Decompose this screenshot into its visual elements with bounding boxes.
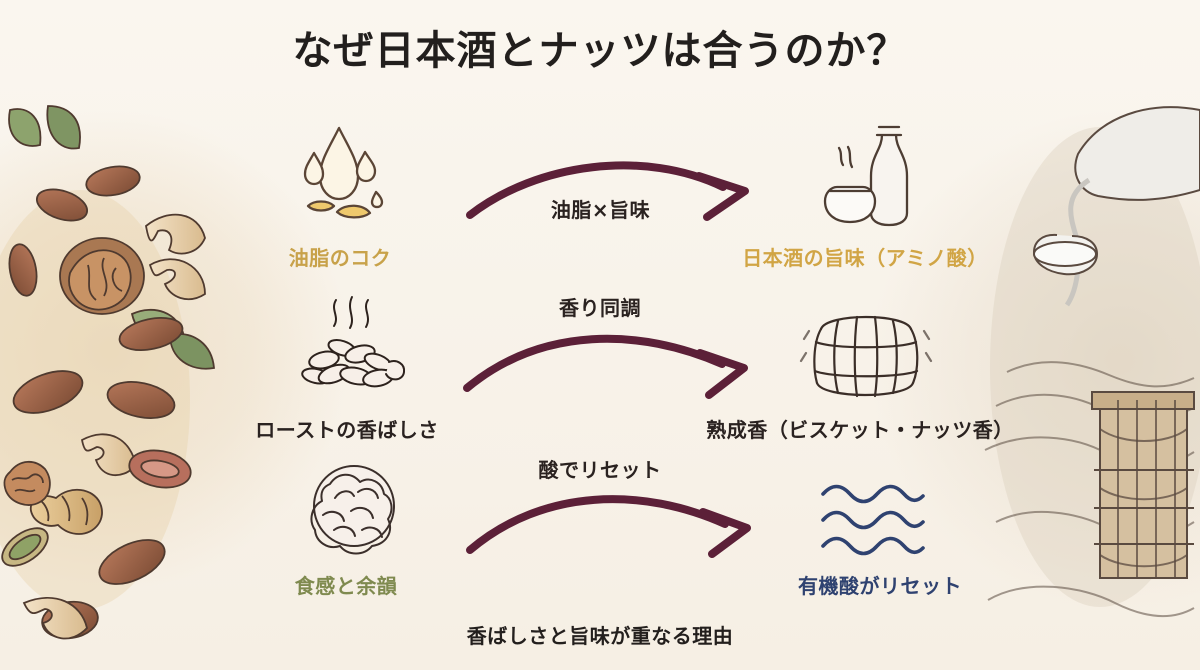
row-3-connector-label: 酸でリセット: [538, 458, 662, 482]
row-2-connector-label: 香り同調: [559, 296, 641, 320]
sake-vessel-illustration: [980, 92, 1200, 652]
barrel-icon: [799, 295, 933, 407]
wave-icon: [817, 476, 927, 564]
row-1-arrow: [455, 145, 755, 229]
mixed-nuts-illustration: [0, 100, 225, 660]
row-3-arrow: [455, 472, 755, 564]
footer-note: 香ばしさと旨味が重なる理由: [466, 624, 734, 648]
roasted-nuts-icon: [294, 292, 414, 400]
nut-pile-icon: [298, 458, 410, 562]
row-3-right-label: 有機酸がリセット: [798, 574, 962, 598]
row-2-arrow: [452, 316, 752, 404]
row-2-left-label: ローストの香ばしさ: [255, 418, 439, 442]
row-2-right-label: 熟成香（ビスケット・ナッツ香）: [706, 418, 1014, 442]
row-1-connector-label: 油脂×旨味: [550, 198, 651, 222]
row-1-right-label: 日本酒の旨味（アミノ酸）: [742, 246, 988, 270]
row-1-left-label: 油脂のコク: [288, 246, 392, 270]
sake-set-icon: [815, 121, 917, 229]
oil-drops-icon: [292, 118, 386, 230]
page-title: なぜ日本酒とナッツは合うのか？: [292, 28, 908, 74]
row-3-left-label: 食感と余韻: [294, 574, 398, 598]
